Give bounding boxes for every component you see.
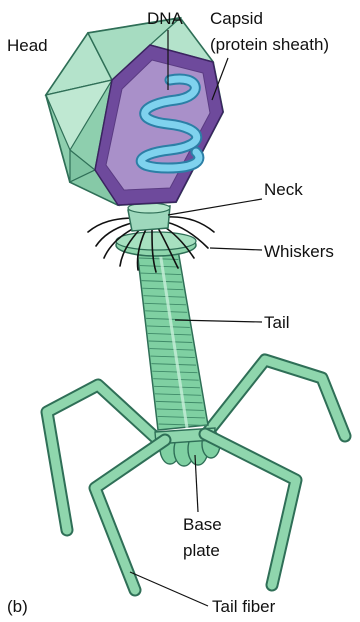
label-whiskers: Whiskers [264, 242, 334, 261]
label-capsid-line2: (protein sheath) [210, 35, 329, 54]
label-neck: Neck [264, 180, 303, 199]
label-head: Head [7, 36, 48, 55]
label-tail-fiber: Tail fiber [212, 597, 276, 616]
label-base-plate-line1: Base [183, 515, 222, 534]
tail [137, 250, 208, 430]
label-tail: Tail [264, 313, 290, 332]
label-capsid-line1: Capsid [210, 9, 263, 28]
panel-label: (b) [7, 597, 28, 616]
tail-fiber-upper-right [208, 360, 345, 436]
neck [128, 203, 170, 231]
label-dna: DNA [147, 9, 184, 28]
label-base-plate-line2: plate [183, 541, 220, 560]
